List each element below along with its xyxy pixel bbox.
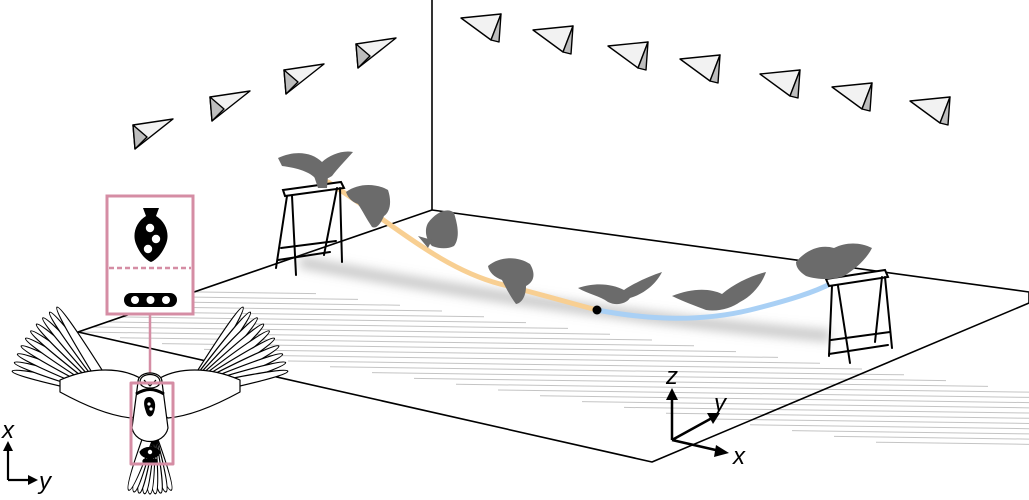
floor-stripe xyxy=(875,441,1029,451)
floor-stripe xyxy=(623,406,1029,416)
marker-backpack-icon xyxy=(134,208,168,262)
floor-stripes xyxy=(78,285,1029,451)
floor-stripe xyxy=(455,383,1029,393)
arena-room xyxy=(77,0,1029,463)
floor-stripe xyxy=(791,430,1029,440)
floor-stripe xyxy=(78,308,485,318)
floor-stripe xyxy=(78,331,653,341)
world-axes: z y x xyxy=(665,363,746,470)
floor-stripe xyxy=(539,395,1029,405)
floor-stripe xyxy=(78,325,611,335)
floor-stripe xyxy=(833,435,1029,445)
hawk-silhouette-icon xyxy=(796,243,872,279)
floor-stripe xyxy=(287,360,863,370)
floor-stripe xyxy=(119,337,695,347)
hawk-silhouette-icon xyxy=(578,272,662,305)
floor-stripe xyxy=(371,372,947,382)
floor-stripe xyxy=(581,401,1029,411)
marker-highlight-box xyxy=(129,381,175,466)
marker-zoom-inset xyxy=(105,194,195,383)
hawk-silhouette-icon xyxy=(672,272,766,311)
floor-stripe xyxy=(749,424,1029,434)
floor-stripe xyxy=(665,412,1029,422)
camera-icon xyxy=(209,90,251,122)
body-axis-y-label: y xyxy=(37,468,53,495)
hawk-outline-icon xyxy=(11,306,289,495)
camera-icon xyxy=(831,82,873,112)
floor-stripe xyxy=(203,348,779,358)
floor-stripe xyxy=(245,354,821,364)
camera-icon xyxy=(460,13,502,43)
trajectory-midpoint-dot xyxy=(592,305,602,315)
floor-stripe xyxy=(329,366,905,376)
floor-stripe xyxy=(78,285,317,295)
hawk-silhouettes xyxy=(278,151,872,311)
camera-icon xyxy=(679,54,721,84)
floor-stripe xyxy=(707,418,1029,428)
camera-icon xyxy=(909,96,951,126)
camera-icon xyxy=(132,118,174,150)
floor-stripe xyxy=(78,302,443,312)
marker-tailpack-icon xyxy=(124,293,177,307)
perch-left xyxy=(275,180,346,276)
hawk-silhouette-icon xyxy=(346,184,391,228)
hawk-silhouette-icon xyxy=(278,151,353,188)
floor-outline xyxy=(77,209,1029,463)
floor-stripe xyxy=(413,377,989,387)
trajectory-second-segment xyxy=(594,280,835,321)
world-axis-z-label: z xyxy=(665,363,678,390)
camera-array xyxy=(132,13,951,150)
hawk-silhouette-icon xyxy=(418,210,458,249)
camera-icon xyxy=(283,63,325,95)
camera-icon xyxy=(355,37,397,69)
world-axis-y-label: y xyxy=(712,390,728,417)
floor-stripe xyxy=(78,296,401,306)
floor-stripe xyxy=(78,290,359,300)
floor-stripe xyxy=(497,389,1029,399)
camera-icon xyxy=(607,41,649,71)
body-axis-x-label: x xyxy=(1,417,15,444)
camera-icon xyxy=(532,25,574,55)
trajectory-shadow xyxy=(298,256,831,342)
world-axis-x-label: x xyxy=(732,443,746,470)
body-axes: x y xyxy=(1,417,53,495)
hawk-silhouette-icon xyxy=(488,258,534,304)
perch-right xyxy=(824,268,893,364)
camera-icon xyxy=(759,69,801,99)
